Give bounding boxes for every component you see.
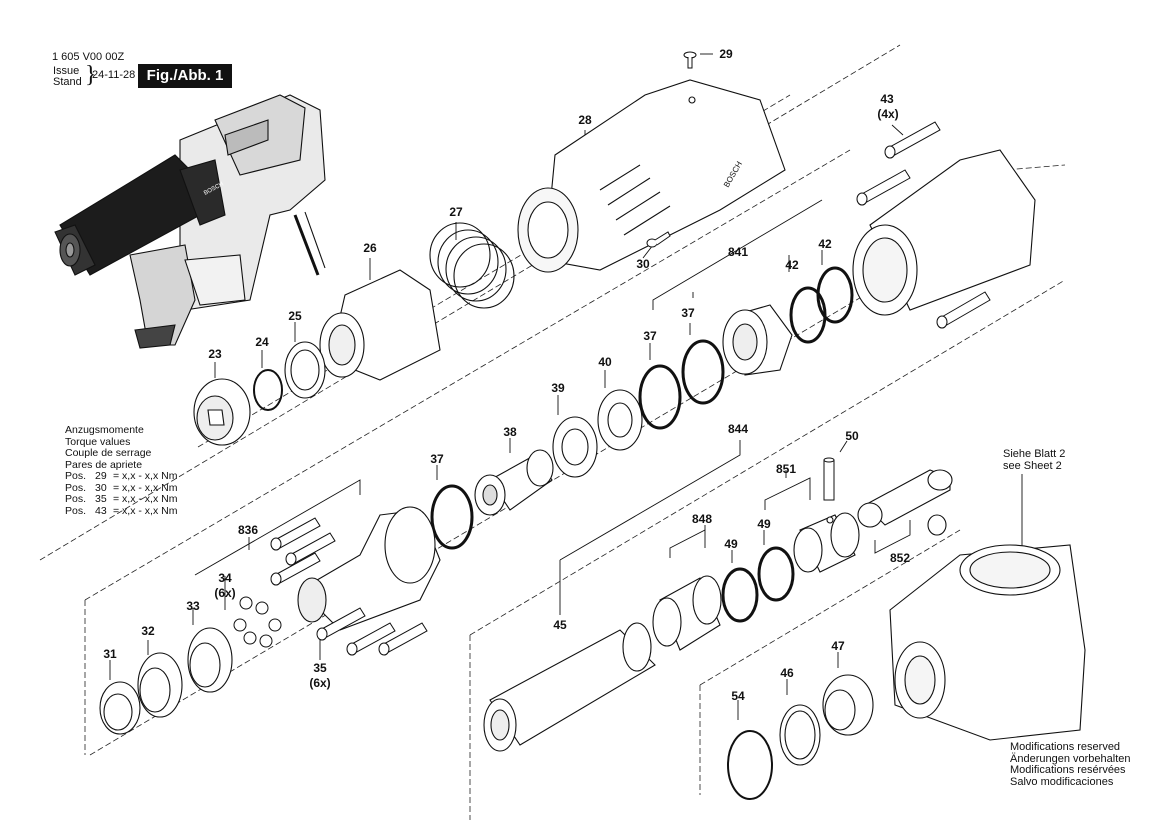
part-841-striker-ring bbox=[722, 304, 793, 376]
torque-title-de: Anzugsmomente bbox=[65, 424, 144, 436]
modifications-note: Modifications reserved Änderungen vorbeh… bbox=[1010, 741, 1131, 788]
label-33: 33 bbox=[186, 599, 200, 613]
torque-title-en: Torque values bbox=[65, 435, 131, 448]
part-848-piston bbox=[652, 575, 722, 651]
label-844: 844 bbox=[728, 422, 748, 436]
torque-title-es: Pares de apriete bbox=[65, 458, 143, 471]
label-26: 26 bbox=[363, 241, 377, 255]
label-29: 29 bbox=[719, 47, 733, 61]
part-35-screws bbox=[316, 607, 428, 656]
part-40-washer bbox=[597, 389, 643, 451]
label-25: 25 bbox=[288, 309, 302, 323]
part-28-gear-housing: BOSCH bbox=[517, 79, 786, 273]
issue-date: 24-11-28 bbox=[92, 69, 136, 81]
label-49b: 49 bbox=[724, 537, 738, 551]
part-46-ring bbox=[779, 704, 821, 766]
part-33-ring bbox=[187, 627, 233, 693]
stand-label: Stand bbox=[53, 76, 82, 88]
label-27: 27 bbox=[449, 205, 463, 219]
part-30-screw bbox=[646, 231, 671, 248]
label-848: 848 bbox=[692, 512, 712, 526]
torque-row: Pos.29= x,x - x,x Nm bbox=[65, 470, 178, 482]
label-31: 31 bbox=[103, 647, 117, 661]
label-42a: 42 bbox=[818, 237, 832, 251]
part-42-o-rings bbox=[789, 266, 854, 344]
part-45-guide-tube bbox=[483, 622, 656, 752]
part-29-screw bbox=[683, 51, 697, 69]
label-851: 851 bbox=[776, 462, 796, 476]
label-30: 30 bbox=[636, 257, 650, 271]
label-47: 47 bbox=[831, 639, 845, 653]
label-852: 852 bbox=[890, 551, 910, 565]
part-38-sleeve bbox=[474, 449, 554, 516]
part-836-screws bbox=[270, 517, 336, 586]
torque-title-fr: Couple de serrage bbox=[65, 447, 152, 459]
issue-label: Issue bbox=[53, 65, 80, 77]
torque-row: Pos.35= x,x - x,x Nm bbox=[65, 493, 178, 505]
label-37b: 37 bbox=[643, 329, 657, 343]
label-28: 28 bbox=[578, 113, 592, 127]
part-47-needle-bearing bbox=[822, 674, 874, 736]
label-34: 34 bbox=[218, 571, 232, 585]
label-37c: 37 bbox=[430, 452, 444, 466]
torque-values-table: Anzugsmomente Torque values Couple de se… bbox=[65, 424, 178, 517]
part-24-circlip bbox=[253, 369, 283, 411]
label-45: 45 bbox=[553, 618, 567, 632]
part-39-washer bbox=[552, 416, 598, 478]
label-42b: 42 bbox=[785, 258, 799, 272]
label-38: 38 bbox=[503, 425, 517, 439]
label-35-qty: (6x) bbox=[309, 676, 330, 690]
label-40: 40 bbox=[598, 355, 612, 369]
part-37-o-ring-lower bbox=[430, 484, 474, 550]
label-32: 32 bbox=[141, 624, 155, 638]
leader-lines bbox=[109, 53, 1023, 720]
brace-glyph: } bbox=[85, 62, 97, 88]
label-50: 50 bbox=[845, 429, 859, 443]
torque-row: Pos.30= x,x - x,x Nm bbox=[65, 481, 178, 494]
part-852-connecting-rod bbox=[857, 469, 953, 536]
label-43-qty: (4x) bbox=[877, 107, 898, 121]
part-836-cylinder bbox=[297, 506, 441, 631]
issue-stand-labels: Issue Stand bbox=[53, 66, 82, 88]
part-50-pin bbox=[823, 457, 835, 501]
part-851-striker bbox=[793, 512, 860, 573]
label-39: 39 bbox=[551, 381, 565, 395]
label-23: 23 bbox=[208, 347, 222, 361]
motor-flange bbox=[852, 149, 1036, 316]
document-number: 1 605 V00 00Z bbox=[52, 51, 125, 63]
label-34-qty: (6x) bbox=[214, 586, 235, 600]
torque-row: Pos.43= x,x - x,x Nm bbox=[65, 504, 178, 517]
label-54: 54 bbox=[731, 689, 745, 703]
label-43: 43 bbox=[880, 92, 894, 106]
part-34-balls bbox=[233, 596, 282, 648]
part-31-ring bbox=[99, 681, 141, 735]
part-27-spring bbox=[429, 222, 515, 309]
part-26-tool-holder bbox=[319, 269, 441, 381]
label-836: 836 bbox=[238, 523, 258, 537]
part-54-o-ring bbox=[727, 730, 773, 800]
see-sheet-note: Siehe Blatt 2 see Sheet 2 bbox=[1003, 448, 1066, 472]
crank-housing bbox=[889, 544, 1086, 741]
part-37-o-rings-upper bbox=[638, 339, 725, 430]
label-49a: 49 bbox=[757, 517, 771, 531]
part-49-o-rings bbox=[721, 546, 795, 623]
part-number-labels: 29 43 (4x) 28 27 26 30 841 42 42 37 37 2… bbox=[103, 47, 910, 703]
label-24: 24 bbox=[255, 335, 269, 349]
part-23-cap bbox=[193, 378, 251, 446]
hammer-drill-illustration: BOSCH bbox=[54, 94, 326, 349]
part-32-ring bbox=[137, 652, 183, 718]
figure-badge: Fig./Abb. 1 bbox=[138, 64, 232, 88]
part-25-washer bbox=[284, 341, 326, 399]
label-35: 35 bbox=[313, 661, 327, 675]
label-46: 46 bbox=[780, 666, 794, 680]
label-37a: 37 bbox=[681, 306, 695, 320]
label-841: 841 bbox=[728, 245, 748, 259]
